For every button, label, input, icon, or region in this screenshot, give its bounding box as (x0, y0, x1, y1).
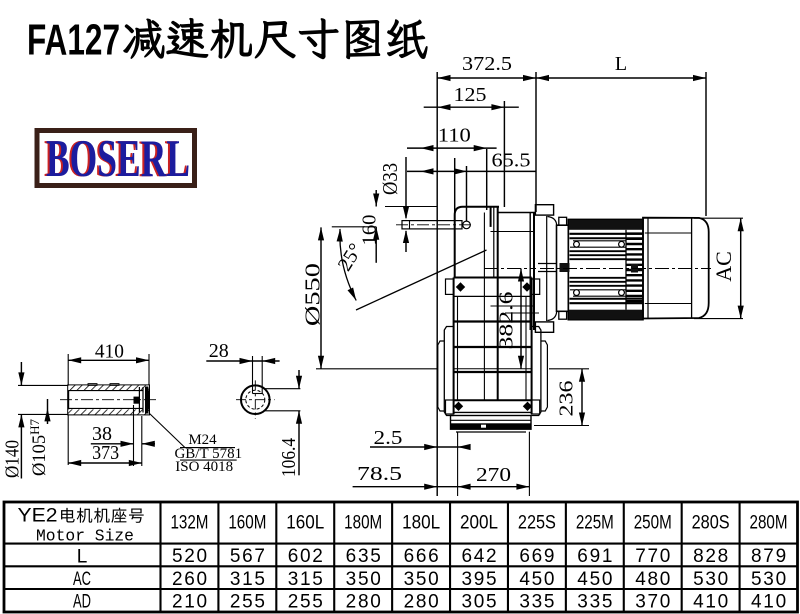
svg-text:280M: 280M (750, 513, 788, 534)
svg-text:280: 280 (346, 591, 383, 612)
svg-text:250M: 250M (634, 513, 672, 534)
svg-text:132M: 132M (170, 513, 208, 534)
svg-text:520: 520 (172, 546, 209, 567)
svg-text:480: 480 (635, 569, 672, 590)
svg-text:260: 260 (172, 569, 209, 590)
svg-text:BOSERL: BOSERL (44, 130, 188, 188)
svg-text:38: 38 (92, 423, 112, 445)
svg-text:Ø140: Ø140 (2, 440, 24, 478)
svg-text:160: 160 (359, 215, 381, 246)
svg-text:315: 315 (288, 569, 325, 590)
svg-text:AC: AC (711, 251, 736, 282)
svg-text:270: 270 (476, 464, 511, 486)
svg-text:335: 335 (519, 591, 556, 612)
svg-text:180L: 180L (402, 513, 440, 534)
svg-text:78.5: 78.5 (357, 463, 402, 485)
svg-text:Ø550: Ø550 (301, 263, 325, 326)
svg-text:M24: M24 (188, 432, 217, 448)
svg-text:410: 410 (751, 591, 788, 612)
svg-text:280: 280 (404, 591, 441, 612)
svg-text:770: 770 (635, 546, 672, 567)
svg-text:106.4: 106.4 (278, 438, 300, 477)
svg-text:28: 28 (209, 340, 229, 362)
svg-text:2.5: 2.5 (374, 427, 403, 449)
svg-text:160M: 160M (228, 513, 266, 534)
svg-text:L: L (77, 546, 88, 567)
svg-text:350: 350 (404, 569, 441, 590)
svg-text:BOSERL: BOSERL (46, 130, 190, 188)
svg-text:382.6: 382.6 (496, 292, 518, 350)
svg-text:AD: AD (73, 591, 91, 612)
svg-text:669: 669 (519, 546, 556, 567)
svg-text:410: 410 (693, 591, 730, 612)
svg-text:530: 530 (751, 569, 788, 590)
svg-text:879: 879 (751, 546, 788, 567)
svg-text:110: 110 (438, 125, 471, 147)
svg-text:125: 125 (454, 84, 487, 106)
svg-text:691: 691 (577, 546, 614, 567)
svg-text:255: 255 (230, 591, 267, 612)
svg-text:YE2: YE2 (18, 506, 58, 527)
svg-text:373: 373 (92, 442, 119, 464)
svg-text:AC: AC (73, 569, 91, 590)
svg-text:635: 635 (346, 546, 383, 567)
svg-text:225M: 225M (576, 513, 614, 534)
svg-text:FA127: FA127 (27, 16, 120, 65)
svg-text:Motor Size: Motor Size (36, 528, 134, 547)
svg-text:602: 602 (288, 546, 325, 567)
svg-text:335: 335 (577, 591, 614, 612)
svg-text:200L: 200L (460, 513, 498, 534)
svg-text:255: 255 (288, 591, 325, 612)
svg-text:160L: 160L (286, 513, 324, 534)
svg-text:305: 305 (461, 591, 498, 612)
svg-text:236: 236 (556, 381, 578, 417)
svg-text:ISO 4018: ISO 4018 (175, 459, 233, 475)
svg-text:828: 828 (693, 546, 730, 567)
svg-text:410: 410 (95, 341, 124, 363)
svg-text:225S: 225S (518, 513, 556, 534)
svg-text:210: 210 (172, 591, 209, 612)
svg-text:372.5: 372.5 (462, 53, 512, 75)
svg-text:395: 395 (461, 569, 498, 590)
svg-text:567: 567 (230, 546, 267, 567)
svg-text:315: 315 (230, 569, 267, 590)
svg-text:642: 642 (461, 546, 498, 567)
svg-text:530: 530 (693, 569, 730, 590)
svg-text:450: 450 (519, 569, 556, 590)
svg-text:370: 370 (635, 591, 672, 612)
svg-text:180M: 180M (344, 513, 382, 534)
svg-text:Ø33: Ø33 (378, 163, 402, 195)
svg-text:280S: 280S (692, 513, 730, 534)
svg-text:65.5: 65.5 (492, 150, 531, 172)
svg-text:GB/T 5781: GB/T 5781 (174, 446, 242, 462)
svg-text:350: 350 (346, 569, 383, 590)
svg-text:L: L (615, 53, 627, 75)
svg-text:666: 666 (404, 546, 441, 567)
svg-text:450: 450 (577, 569, 614, 590)
